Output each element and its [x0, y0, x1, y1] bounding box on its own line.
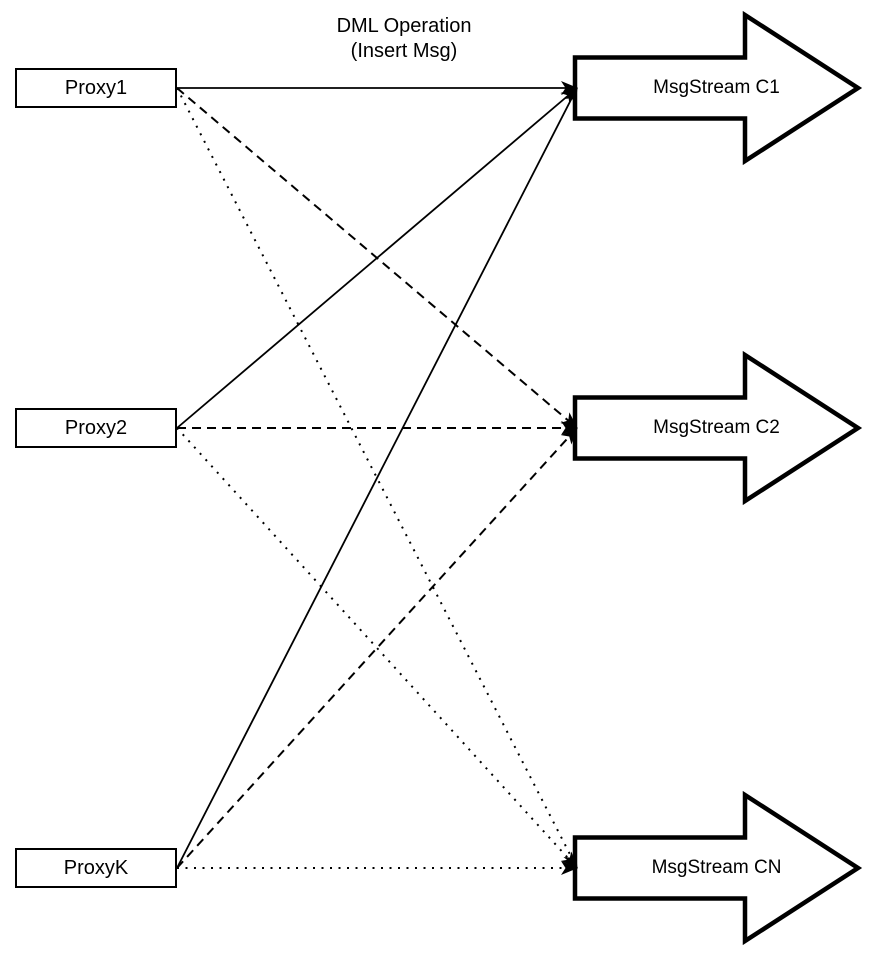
edge-proxy2-c1 — [176, 87, 578, 429]
edge-proxy2-cn — [176, 427, 578, 869]
msgstream-cn-arrow — [572, 790, 863, 946]
title-line-1: DML Operation — [336, 15, 472, 37]
title-line-2: (Insert Msg) — [350, 40, 458, 62]
proxy1-box: Proxy1 — [15, 68, 177, 108]
edge-proxy1-cn — [176, 87, 578, 869]
edge-proxyk-c1 — [176, 87, 578, 869]
proxy2-label: Proxy2 — [64, 416, 128, 439]
diagram-title: DML Operation (Insert Msg) — [272, 14, 536, 64]
proxy2-box: Proxy2 — [15, 408, 177, 448]
proxy1-label: Proxy1 — [64, 76, 128, 99]
msgstream-c2-arrow — [572, 350, 863, 506]
edge-proxyk-c2 — [176, 427, 578, 869]
msgstream-c1-arrow — [572, 10, 863, 166]
proxyk-label: ProxyK — [63, 856, 129, 879]
proxyk-box: ProxyK — [15, 848, 177, 888]
